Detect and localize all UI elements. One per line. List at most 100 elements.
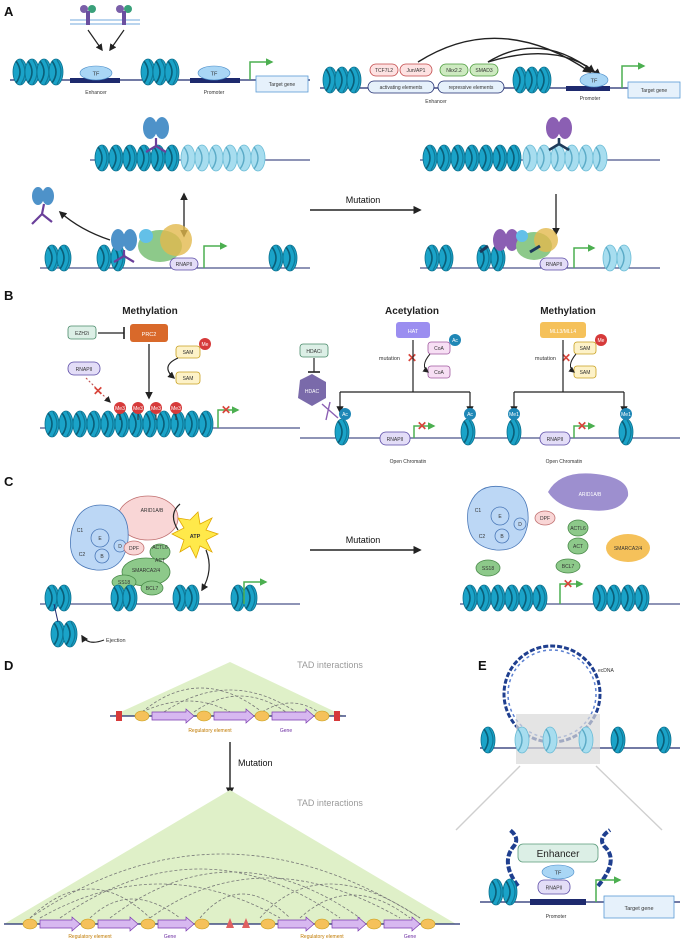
target-gene-label: Target gene xyxy=(624,906,653,912)
hat-box xyxy=(396,322,430,338)
c1-label: C1 xyxy=(77,528,84,534)
panel-label-c: C xyxy=(4,474,14,489)
rnapii-label: RNAPII xyxy=(547,437,564,443)
b-methylation-title-right: Methylation xyxy=(540,306,596,317)
d-tad-after: TAD interactions Regulatory element Gene… xyxy=(4,790,460,940)
c2-label: C2 xyxy=(79,552,86,558)
gene-label: Gene xyxy=(404,934,416,940)
ss18-label: SS18 xyxy=(482,566,494,572)
target-gene-box xyxy=(627,81,681,99)
e-ecdna: ecDNA xyxy=(455,644,680,831)
enhancer-label: Enhancer xyxy=(425,99,447,105)
prc2-box xyxy=(130,324,168,342)
rnapii-label: RNAPII xyxy=(546,262,563,268)
sam-label: SAM xyxy=(580,346,591,352)
promoter-label: Promoter xyxy=(580,96,601,102)
tf-label: TF xyxy=(93,72,100,78)
b-acetylation-module: HDACi HDAC HAT CoA Ac CoA mutation ✕ xyxy=(298,322,474,421)
me-label: Me xyxy=(202,342,209,348)
tf-label: TF xyxy=(555,871,562,877)
a-left-locus: TF Enhancer TF Promoter Target gene xyxy=(10,58,310,96)
arid1ab-label: ARID1A/B xyxy=(141,508,164,514)
c1-label: C1 xyxy=(475,508,482,514)
target-gene-label: Target gene xyxy=(269,82,296,88)
a-right-locus: TCF7L2 Jun/AP1 Nkx2.2 SMAD3 activating e… xyxy=(320,37,681,105)
coa-label: CoA xyxy=(434,346,444,352)
svg-text:Ac: Ac xyxy=(467,412,473,418)
a-chromatin-active: RNAPII xyxy=(40,224,310,272)
a-chromatin-after-bottom: RNAPII xyxy=(420,228,660,272)
b-mll-module: MLL3/MLL4 SAM Me SAM mutation ✕ xyxy=(510,322,628,414)
tcf7l2-label: TCF7L2 xyxy=(375,68,393,74)
me3-mark: Me3 xyxy=(170,402,182,420)
e-zoom-detail: Enhancer TF RNAPII Promoter Target gene xyxy=(480,828,680,920)
hat-label: HAT xyxy=(408,329,419,335)
ac-label: Ac xyxy=(452,338,458,344)
svg-text:✕: ✕ xyxy=(221,403,231,417)
b-acetylated-chromatin: Ac Ac RNAPII ✕ Open Chromatin xyxy=(300,408,490,465)
svg-text:Me1: Me1 xyxy=(509,412,519,418)
me1-mark: Me1 xyxy=(620,408,632,420)
smarca-label: SMARCA2/4 xyxy=(614,546,643,552)
enhancer-box xyxy=(517,843,599,863)
hdac-shape xyxy=(298,374,326,406)
d-mutation-label: Mutation xyxy=(238,758,273,768)
rnapii-label: RNAPII xyxy=(176,262,193,268)
d-label: D xyxy=(118,544,122,550)
regulatory-element-label: Regulatory element xyxy=(300,934,344,940)
sam-label: SAM xyxy=(183,350,194,356)
activating-elements-label: activating elements xyxy=(380,85,423,91)
svg-text:✕: ✕ xyxy=(561,351,571,365)
smad3-label: SMAD3 xyxy=(475,68,492,74)
act-label: ACT xyxy=(573,544,583,550)
tad-label: TAD interactions xyxy=(297,660,363,670)
atp-label: ATP xyxy=(190,534,201,540)
svg-text:Me3: Me3 xyxy=(171,406,181,412)
c-mutation-label: Mutation xyxy=(346,535,381,545)
svg-text:✕: ✕ xyxy=(563,577,573,591)
rnapii-label: RNAPII xyxy=(76,367,93,373)
regulatory-element-label: Regulatory element xyxy=(68,934,112,940)
b-prc2-module: EZH2i PRC2 SAM Me SAM RNAPII ✕ xyxy=(67,324,211,403)
c-chromatin-after: ✕ xyxy=(460,577,680,612)
enhancer-label: Enhancer xyxy=(85,90,107,96)
tf-label: TF xyxy=(211,72,218,78)
svg-text:Me1: Me1 xyxy=(621,412,631,418)
a-chromatin-after-top xyxy=(420,117,660,236)
prc2-label: PRC2 xyxy=(142,332,157,338)
promoter-label: Promoter xyxy=(546,914,567,920)
me-label: Me xyxy=(598,338,605,344)
act-label: ACT xyxy=(155,558,165,564)
a-chromatin-before xyxy=(90,117,310,238)
sam-label: SAM xyxy=(580,370,591,376)
svg-text:Ac: Ac xyxy=(342,412,348,418)
target-gene-label: Target gene xyxy=(641,88,668,94)
smarca-label: SMARCA2/4 xyxy=(132,568,161,574)
sam-label: SAM xyxy=(183,376,194,382)
mutation-label: mutation xyxy=(535,356,556,362)
a-mutation-label: Mutation xyxy=(346,195,381,205)
open-chromatin-label: Open Chromatin xyxy=(546,459,583,465)
me3-mark: Me3 xyxy=(114,402,126,420)
actl6-label: ACTL6 xyxy=(152,545,168,551)
panel-label-e: E xyxy=(478,658,487,673)
me3-mark: Me3 xyxy=(150,402,162,420)
d-label: D xyxy=(518,522,522,528)
svg-text:✕: ✕ xyxy=(407,351,417,365)
gene-label: Gene xyxy=(164,934,176,940)
repressive-elements-label: repressive elements xyxy=(449,85,494,91)
ac-mark: Ac xyxy=(339,408,351,420)
svg-text:✕: ✕ xyxy=(417,419,427,433)
enhancer-box-label: Enhancer xyxy=(537,849,580,860)
mll-label: MLL3/MLL4 xyxy=(550,329,577,335)
tad-triangle xyxy=(112,662,344,716)
e-label: E xyxy=(98,536,102,542)
c-chromatin-before: Ejection xyxy=(40,578,300,648)
b-label: B xyxy=(100,554,104,560)
smarca-shape xyxy=(606,534,650,562)
svg-text:✕: ✕ xyxy=(577,419,587,433)
panel-label-d: D xyxy=(4,658,13,673)
arid1ab-label: ARID1A/B xyxy=(579,492,602,498)
panel-label-a: A xyxy=(4,4,14,19)
